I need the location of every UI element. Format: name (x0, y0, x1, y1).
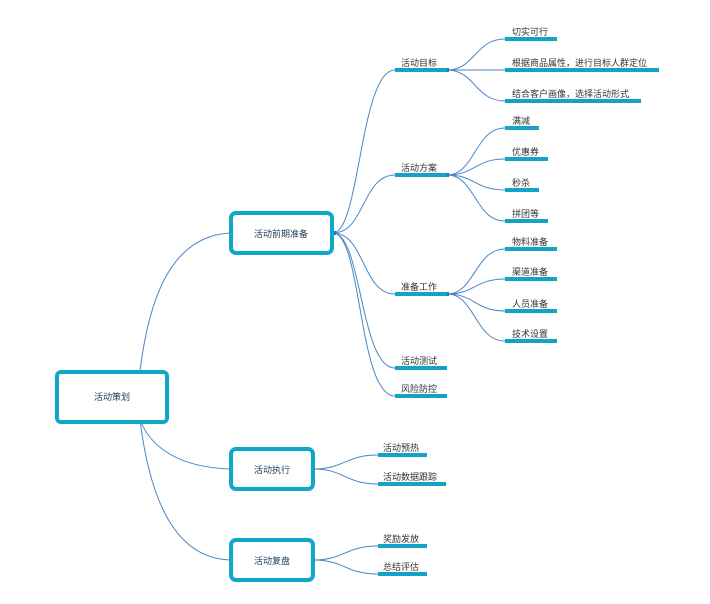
topic-plan[interactable]: 活动方案 (395, 162, 447, 177)
underline (505, 309, 557, 313)
leaf-target-audience[interactable]: 根据商品属性，进行目标人群定位 (505, 57, 659, 72)
junctions (311, 68, 449, 562)
leaf-label: 活动预热 (383, 442, 419, 454)
leaf-label: 总结评估 (383, 561, 419, 573)
topic-label: 活动目标 (401, 57, 437, 69)
leaf-label: 活动数据跟踪 (383, 471, 437, 483)
underline (378, 544, 427, 548)
underline (395, 292, 447, 296)
leaf-rewards[interactable]: 奖励发放 (378, 533, 427, 548)
underline (505, 247, 557, 251)
underline (505, 339, 557, 343)
leaf-summary[interactable]: 总结评估 (378, 561, 427, 576)
underline (505, 37, 557, 41)
leaf-data-tracking[interactable]: 活动数据跟踪 (378, 471, 446, 486)
leaf-label: 根据商品属性，进行目标人群定位 (512, 57, 647, 69)
leaf-warmup[interactable]: 活动预热 (378, 442, 427, 457)
leaf-label: 秒杀 (512, 177, 530, 189)
leaf-materials[interactable]: 物料准备 (505, 236, 557, 251)
underline (505, 188, 539, 192)
root-node[interactable]: 活动策划 (55, 370, 169, 424)
leaf-label: 奖励发放 (383, 533, 419, 545)
underline (505, 277, 557, 281)
topic-label: 活动方案 (401, 162, 437, 174)
leaf-label: 渠道准备 (512, 266, 548, 278)
underline (395, 366, 447, 370)
leaf-group-buy[interactable]: 拼团等 (505, 208, 548, 223)
branch-label: 活动复盘 (254, 555, 290, 567)
topic-goal[interactable]: 活动目标 (395, 57, 447, 72)
leaf-label: 满减 (512, 115, 530, 127)
branch-label: 活动执行 (254, 464, 290, 476)
leaf-flash-sale[interactable]: 秒杀 (505, 177, 539, 192)
connectors (139, 38, 506, 575)
leaf-staff[interactable]: 人员准备 (505, 298, 557, 313)
leaf-label: 人员准备 (512, 298, 548, 310)
topic-risk-control[interactable]: 风险防控 (395, 383, 447, 398)
branch-node-review[interactable]: 活动复盘 (229, 538, 315, 582)
underline (395, 68, 447, 72)
underline (395, 173, 447, 177)
underline (505, 219, 548, 223)
leaf-label: 结合客户画像，选择活动形式 (512, 88, 629, 100)
underline (378, 482, 446, 486)
leaf-feasible[interactable]: 切实可行 (505, 26, 557, 41)
leaf-label: 拼团等 (512, 208, 539, 220)
topic-label: 活动测试 (401, 355, 437, 367)
underline (378, 572, 427, 576)
underline (505, 99, 641, 103)
topic-preparation[interactable]: 准备工作 (395, 281, 447, 296)
leaf-label: 切实可行 (512, 26, 548, 38)
underline (395, 394, 447, 398)
leaf-tech-setup[interactable]: 技术设置 (505, 328, 557, 343)
leaf-discount[interactable]: 满减 (505, 115, 539, 130)
leaf-activity-form[interactable]: 结合客户画像，选择活动形式 (505, 88, 641, 103)
branch-node-prep[interactable]: 活动前期准备 (229, 211, 334, 255)
leaf-coupon[interactable]: 优惠券 (505, 146, 548, 161)
topic-label: 风险防控 (401, 383, 437, 395)
branch-node-execution[interactable]: 活动执行 (229, 447, 315, 491)
branch-label: 活动前期准备 (254, 228, 308, 240)
leaf-label: 物料准备 (512, 236, 548, 248)
underline (505, 126, 539, 130)
leaf-label: 优惠券 (512, 146, 539, 158)
topic-label: 准备工作 (401, 281, 437, 293)
topic-testing[interactable]: 活动测试 (395, 355, 447, 370)
underline (378, 453, 427, 457)
leaf-label: 技术设置 (512, 328, 548, 340)
leaf-channels[interactable]: 渠道准备 (505, 266, 557, 281)
underline (505, 68, 659, 72)
underline (505, 157, 548, 161)
root-label: 活动策划 (94, 391, 130, 403)
